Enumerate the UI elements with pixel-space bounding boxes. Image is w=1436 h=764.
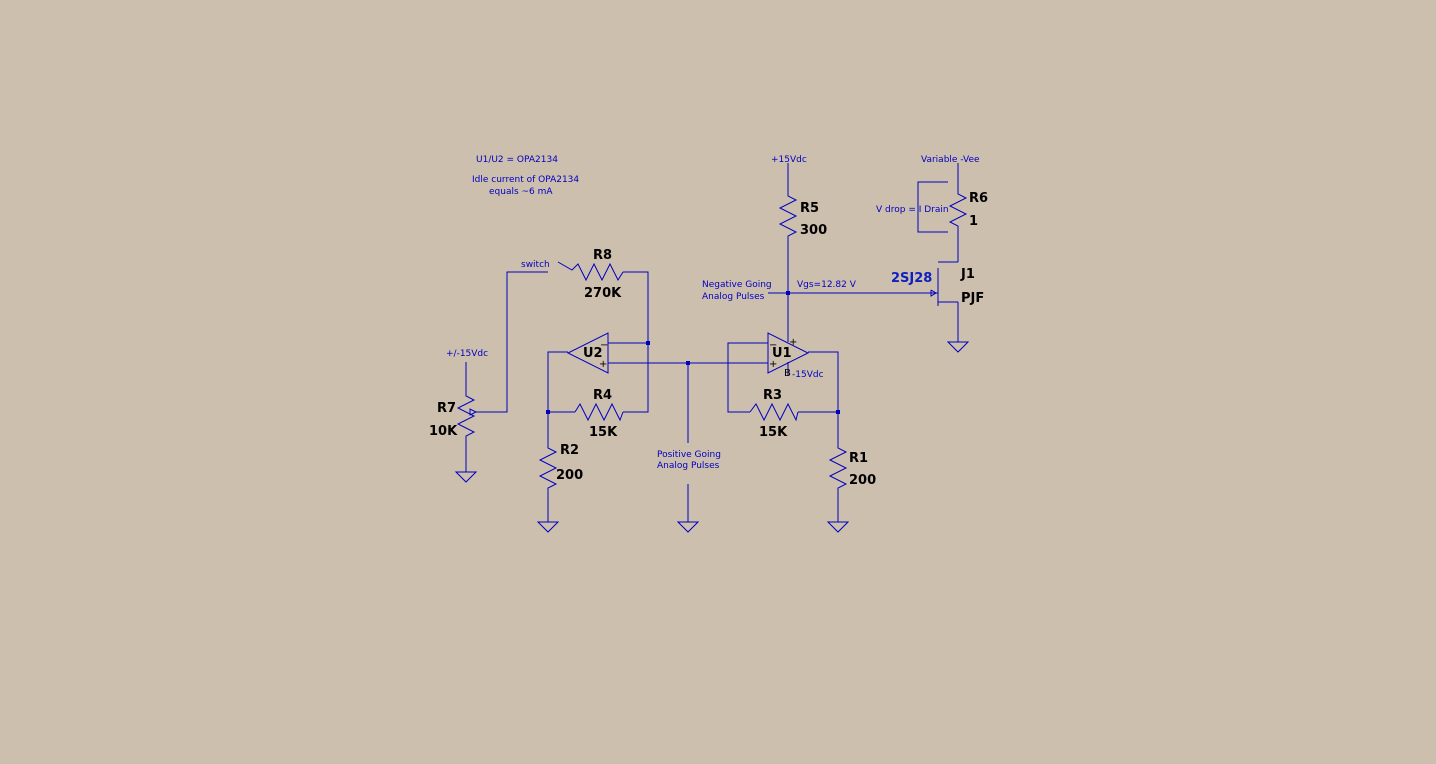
u1-vplus-pin: +	[789, 337, 797, 348]
ground-icon	[454, 471, 478, 483]
resistor-r1	[828, 442, 848, 492]
value-r3: 15K	[759, 425, 788, 440]
value-r1: 200	[849, 473, 876, 488]
ref-r1: R1	[849, 451, 868, 466]
junction-dot	[546, 410, 550, 414]
resistor-r5	[778, 192, 798, 242]
label-pos-pulses-1: Positive Going	[657, 450, 721, 460]
junction-dot	[836, 410, 840, 414]
resistor-r6	[948, 192, 968, 232]
ref-r5: R5	[800, 201, 819, 216]
resistor-r8	[557, 261, 624, 282]
ground-icon	[536, 521, 560, 533]
ref-u2: U2	[583, 346, 603, 361]
u2-plus-pin: +	[599, 359, 607, 370]
ref-j1: J1	[960, 267, 975, 282]
ref-u1: U1	[772, 346, 792, 361]
vdrop-bracket	[917, 181, 948, 233]
junction-dot	[786, 291, 790, 295]
jfet-j1	[930, 261, 958, 306]
wire-u2-out	[547, 351, 568, 442]
value-r8: 270K	[584, 286, 622, 301]
grounds	[454, 341, 970, 533]
wire-r8-r4-right	[623, 271, 649, 413]
label-vgs: Vgs=12.82 V	[797, 280, 857, 290]
opamp-u1	[767, 332, 810, 374]
value-r2: 200	[556, 468, 583, 483]
label-vdrop: V drop = I Drain	[876, 205, 949, 215]
ref-r2: R2	[560, 443, 579, 458]
value-r7: 10K	[429, 424, 458, 439]
ref-r6: R6	[969, 191, 988, 206]
resistor-r4	[574, 402, 624, 422]
label-neg-pulses-1: Negative Going	[702, 280, 772, 290]
u1-b-pin: B	[784, 368, 791, 379]
u1-plus-pin: +	[769, 359, 777, 370]
junction-dot	[686, 361, 690, 365]
resistor-r2	[538, 442, 558, 492]
wire-u1-minus	[727, 342, 768, 413]
ground-icon	[946, 341, 970, 353]
ground-icon	[676, 521, 700, 533]
label-switch: switch	[521, 260, 550, 270]
ref-r7: R7	[437, 401, 456, 416]
value-r5: 300	[800, 223, 827, 238]
label-pm15: +/-15Vdc	[446, 349, 488, 359]
wire-u1-out	[808, 351, 839, 442]
u1-minus-pin: −	[769, 340, 777, 351]
label-pos15: +15Vdc	[771, 155, 807, 165]
label-neg-pulses-2: Analog Pulses	[702, 292, 765, 302]
junctions	[546, 291, 840, 414]
model-j1: PJF	[961, 291, 984, 306]
label-neg15: -15Vdc	[792, 370, 824, 380]
label-variable-vee: Variable -Vee	[921, 155, 980, 165]
ref-r3: R3	[763, 388, 782, 403]
ref-r4: R4	[593, 388, 612, 403]
note-device: U1/U2 = OPA2134	[476, 155, 558, 165]
note-idle-line2: equals ~6 mA	[489, 187, 553, 197]
note-idle-line1: Idle current of OPA2134	[472, 175, 579, 185]
ground-icon	[826, 521, 850, 533]
value-r4: 15K	[589, 425, 618, 440]
resistor-r3	[749, 402, 799, 422]
r7-wiper-arrow	[469, 408, 477, 416]
junction-dot	[646, 341, 650, 345]
part-j1: 2SJ28	[891, 271, 932, 286]
u2-minus-pin: −	[600, 340, 608, 351]
wire-r7-switch	[476, 271, 548, 413]
ref-r8: R8	[593, 248, 612, 263]
opamp-u2	[566, 332, 609, 374]
label-pos-pulses-2: Analog Pulses	[657, 461, 720, 471]
value-r6: 1	[969, 214, 978, 229]
resistor-r7	[456, 392, 476, 442]
